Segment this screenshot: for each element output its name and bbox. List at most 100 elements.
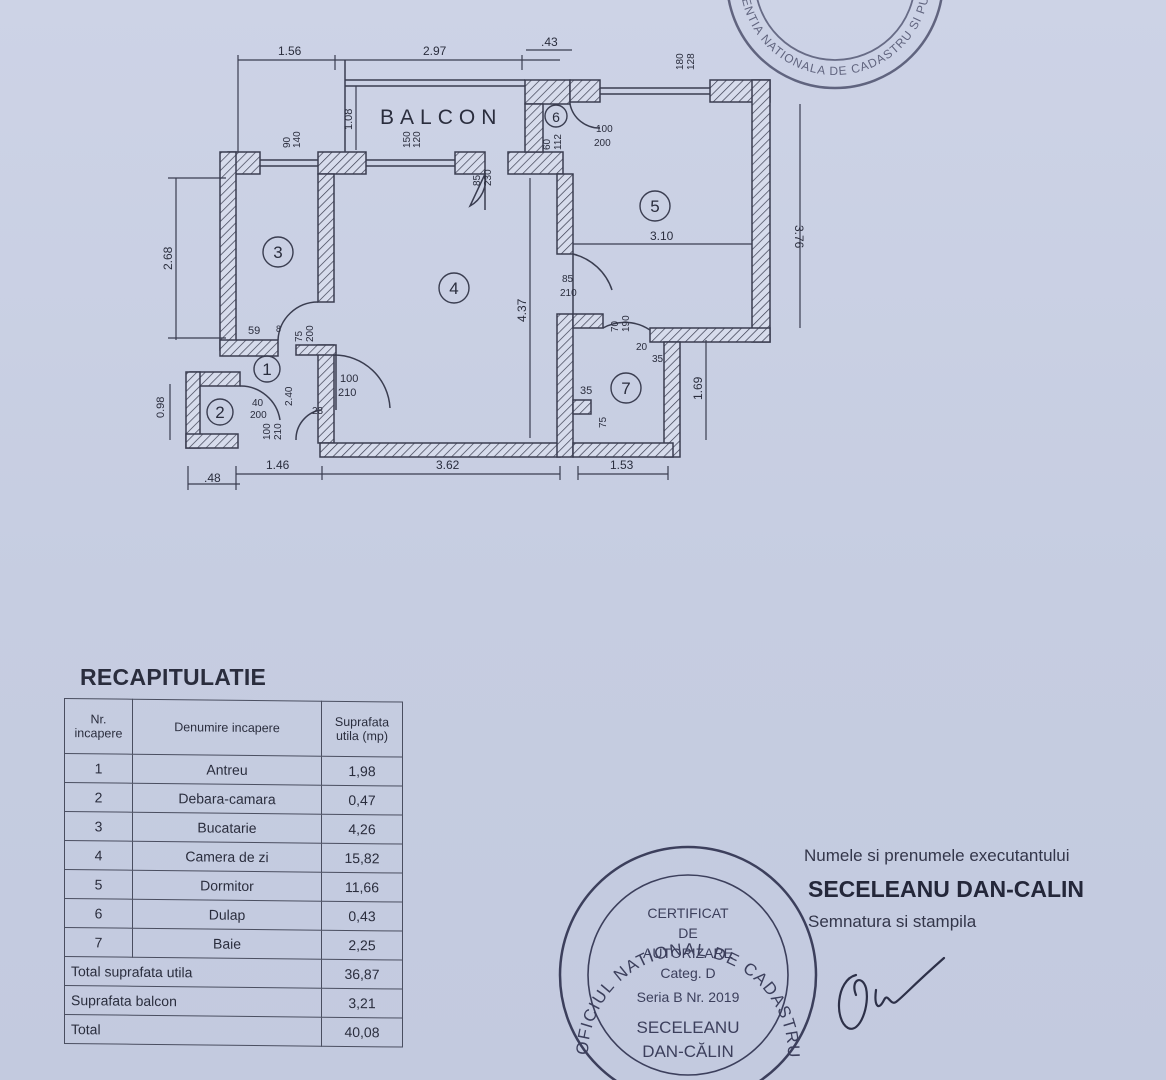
room-number-3: 3	[273, 243, 282, 262]
dim-label: 75	[598, 416, 609, 428]
cell-name: Baie	[132, 928, 322, 960]
total-row: Total 40,08	[64, 1014, 403, 1048]
dim-label: 1.69	[691, 376, 705, 400]
dim-label: 3.10	[650, 229, 674, 243]
dim-label: 59	[248, 325, 260, 337]
dim-label: 60	[542, 138, 553, 150]
room-number-1: 1	[262, 360, 271, 379]
executant-label: Numele si prenumele executantului	[804, 846, 1070, 865]
header-name: Denumire incapere	[132, 699, 322, 757]
header-nr: Nr. incapere	[64, 698, 133, 755]
cell-nr: 2	[64, 782, 133, 813]
authorization-stamp: OFICIUL NATIONAL DE CADASTRU, GEODEZIE Ș…	[558, 840, 818, 1080]
dim-label: 20	[636, 342, 648, 353]
dim-label: .48	[204, 471, 221, 485]
cell-name: Dulap	[132, 899, 322, 931]
cell-nr: 3	[64, 811, 133, 842]
balcony-label: BALCON	[380, 106, 502, 129]
dim-label: 120	[412, 131, 423, 148]
dim-label: 1.53	[610, 458, 634, 472]
dim-label: 210	[273, 423, 284, 440]
dim-label: 2.97	[423, 44, 447, 58]
dim-label: .43	[541, 35, 558, 49]
dim-label: 0.98	[155, 397, 167, 418]
total-label: Suprafata balcon	[64, 985, 322, 1018]
cell-name: Debara-camara	[132, 783, 322, 815]
cell-area: 2,25	[321, 930, 403, 961]
dim-label: 75	[294, 330, 305, 342]
room-number-2: 2	[215, 403, 224, 422]
dim-label: 23	[312, 406, 324, 417]
cell-area: 4,26	[321, 814, 403, 845]
cell-name: Dormitor	[132, 870, 322, 902]
dim-label: 100	[262, 423, 273, 440]
dim-label: 1.46	[266, 458, 290, 472]
dim-label: 40	[252, 398, 264, 409]
stamp-line: SECELEANU	[637, 1018, 740, 1037]
dim-label: 4.37	[515, 298, 529, 322]
cell-nr: 7	[64, 927, 133, 958]
dim-label: 150	[402, 131, 413, 148]
cell-area: 0,43	[321, 901, 403, 932]
floor-plan: 1.56 2.97 .43 180 128 2.68 0.98 .48 1.46…	[155, 35, 806, 490]
dim-label: 100	[596, 124, 613, 135]
table-row: 1 Antreu 1,98	[64, 753, 403, 787]
dim-label: 190	[621, 315, 632, 332]
walls	[185, 79, 771, 458]
table-row: 3 Bucatarie 4,26	[64, 811, 403, 845]
dim-label: 1.56	[278, 44, 302, 58]
room-number-7: 7	[621, 379, 630, 398]
stamp-line: AUTORIZARE	[643, 945, 733, 961]
table-row: 7 Baie 2,25	[64, 927, 403, 961]
dim-label: 85	[472, 174, 483, 186]
total-area: 36,87	[321, 959, 403, 990]
cell-name: Camera de zi	[132, 841, 322, 873]
recap-title: RECAPITULATIE	[80, 664, 267, 690]
dim-label: 2.40	[284, 386, 295, 406]
dim-label: 180	[675, 53, 686, 70]
dim-label: 210	[338, 387, 356, 399]
dimension-labels: 1.56 2.97 .43 180 128 2.68 0.98 .48 1.46…	[155, 35, 806, 485]
cell-area: 1,98	[321, 756, 403, 787]
cell-area: 0,47	[321, 785, 403, 816]
dim-label: 3.76	[792, 225, 806, 249]
dim-label: 85	[562, 274, 574, 285]
dim-label: 3.62	[436, 458, 460, 472]
dim-label: 1.08	[343, 109, 355, 130]
total-area: 3,21	[321, 988, 403, 1019]
cell-name: Antreu	[132, 754, 322, 786]
room-number-5: 5	[650, 197, 659, 216]
dim-label: 128	[686, 53, 697, 70]
top-stamp: AGENTIA NATIONALA DE CADASTRU SI PUBLICI…	[700, 0, 943, 90]
dim-label: 200	[250, 410, 267, 421]
table-row: 5 Dormitor 11,66	[64, 869, 403, 903]
table-header-row: Nr. incapere Denumire incapere Suprafata…	[64, 698, 403, 758]
header-area: Suprafata utila (mp)	[321, 701, 403, 758]
dim-label: 140	[292, 131, 303, 148]
dim-label: 230	[483, 169, 494, 186]
cell-area: 15,82	[321, 843, 403, 874]
stamp-line: CERTIFICAT	[647, 905, 729, 921]
dim-label: 8	[276, 324, 281, 334]
dim-label: 200	[594, 138, 611, 149]
room-number-6: 6	[552, 109, 560, 125]
executant-name: SECELEANU DAN-CALIN	[808, 876, 1084, 902]
table-row: 4 Camera de zi 15,82	[64, 840, 403, 874]
dim-label: 112	[553, 134, 564, 150]
total-area: 40,08	[321, 1017, 403, 1048]
signature-scribble	[837, 956, 946, 1030]
cell-nr: 1	[64, 753, 133, 784]
cell-nr: 6	[64, 898, 133, 929]
cell-nr: 4	[64, 840, 133, 871]
total-row: Suprafata balcon 3,21	[64, 985, 403, 1019]
total-row: Total suprafata utila 36,87	[64, 956, 403, 990]
stamp-line: DAN-CĂLIN	[642, 1042, 734, 1061]
cell-nr: 5	[64, 869, 133, 900]
dim-label: 35	[652, 354, 664, 365]
dim-label: 210	[560, 288, 577, 299]
table-row: 6 Dulap 0,43	[64, 898, 403, 932]
cell-name: Bucatarie	[132, 812, 322, 844]
room-number-4: 4	[449, 279, 458, 298]
dim-label: 2.68	[161, 246, 175, 270]
